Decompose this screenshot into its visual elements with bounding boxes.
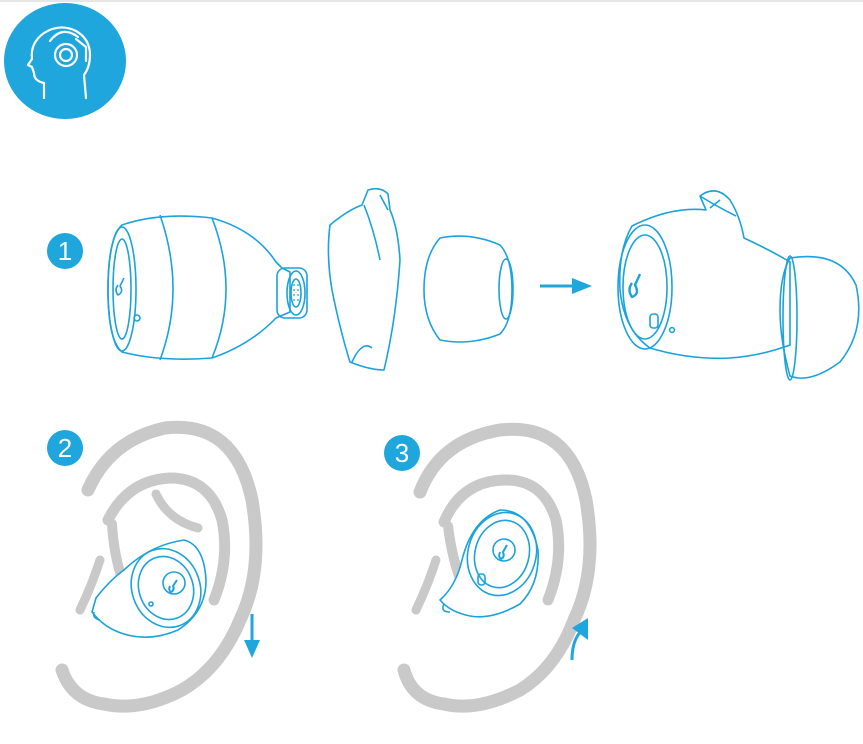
step-2-down-arrow: [244, 614, 260, 658]
step-1-earbud-body: [107, 214, 308, 361]
step-1-ear-wing: [327, 187, 401, 371]
step-1-assembled-earbud: [617, 190, 860, 381]
header-badge: [4, 3, 126, 119]
top-divider: [0, 0, 863, 2]
head-with-headphones-icon: [26, 26, 92, 100]
step-1-badge: 1: [47, 233, 83, 269]
nozzle-mesh: [293, 284, 299, 301]
step-1-ear-tip: [423, 235, 514, 343]
step-2-badge: 2: [47, 430, 83, 466]
step-3-badge: 3: [384, 435, 420, 471]
step-3-up-arrow: [570, 618, 588, 661]
step-3-ear: [397, 422, 597, 713]
step-2-earbud-in-ear: [91, 539, 207, 638]
step-1-arrow: [540, 278, 592, 294]
step-3-earbud-in-ear: [439, 509, 539, 618]
